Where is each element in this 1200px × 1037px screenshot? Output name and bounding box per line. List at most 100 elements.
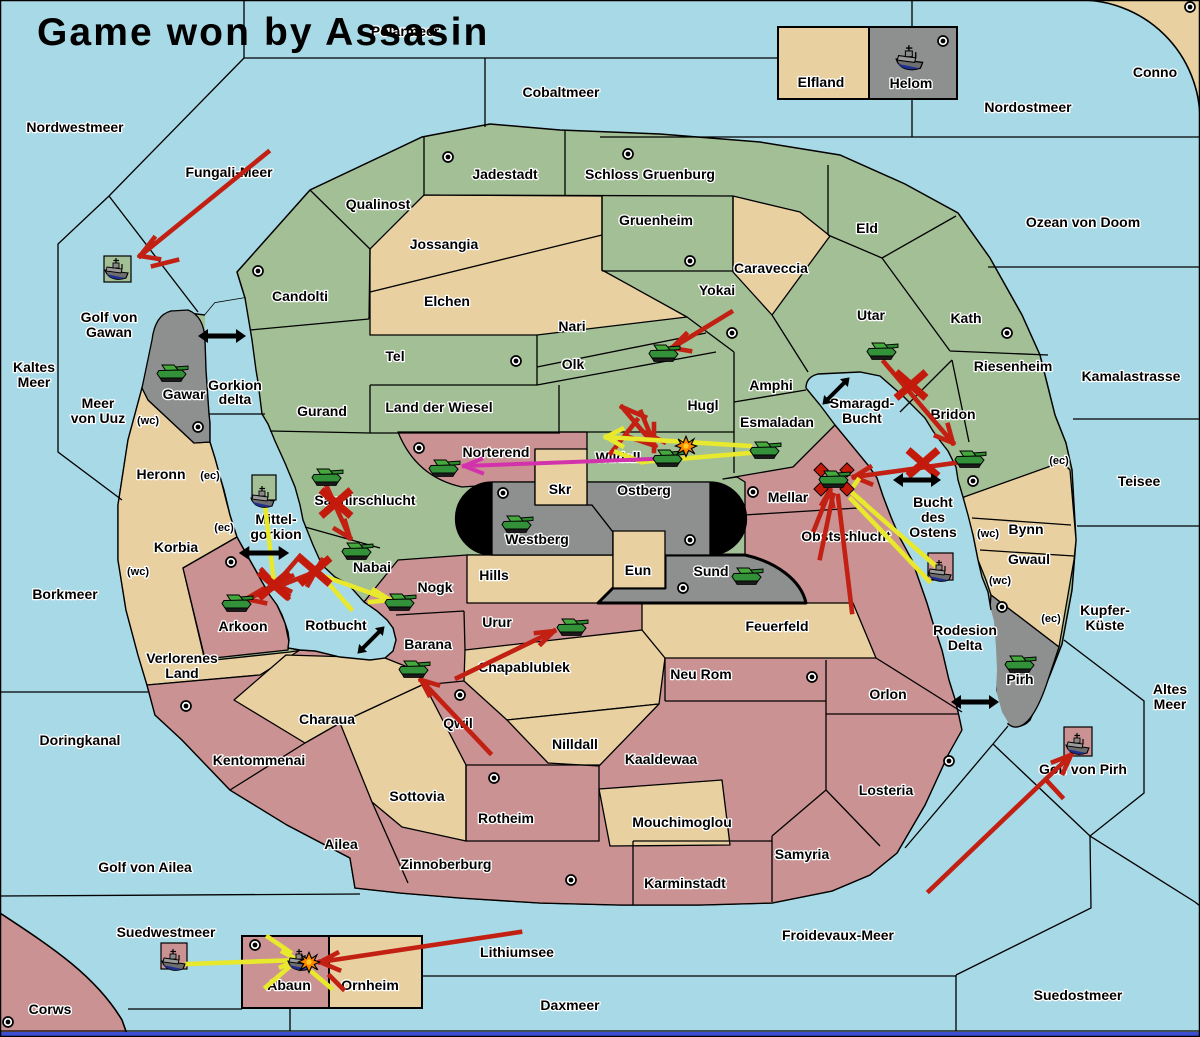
svg-text:Meer: Meer [18, 374, 51, 390]
svg-text:Riesenheim: Riesenheim [974, 358, 1053, 374]
svg-text:Bridon: Bridon [930, 406, 975, 422]
svg-text:des: des [921, 509, 945, 525]
svg-text:(wc): (wc) [989, 575, 1011, 587]
svg-text:Norterend: Norterend [463, 444, 530, 460]
svg-text:Gruenheim: Gruenheim [619, 212, 693, 228]
svg-text:Candolti: Candolti [272, 288, 328, 304]
svg-text:Nilldall: Nilldall [552, 736, 598, 752]
svg-text:Ostens: Ostens [909, 524, 957, 540]
svg-text:delta: delta [219, 391, 252, 407]
svg-text:Gorkion: Gorkion [208, 377, 262, 393]
svg-text:Nordwestmeer: Nordwestmeer [26, 119, 124, 135]
svg-text:Nordostmeer: Nordostmeer [984, 99, 1072, 115]
svg-text:(wc): (wc) [977, 528, 999, 540]
svg-text:Elfland: Elfland [798, 74, 845, 90]
svg-text:Doringkanal: Doringkanal [40, 732, 121, 748]
svg-text:Kentommenai: Kentommenai [213, 752, 306, 768]
svg-text:Kaaldewaa: Kaaldewaa [625, 751, 698, 767]
svg-text:Mellar: Mellar [768, 489, 809, 505]
svg-text:Eld: Eld [856, 220, 878, 236]
svg-text:Skr: Skr [549, 481, 572, 497]
svg-text:Gawan: Gawan [86, 324, 132, 340]
svg-text:Yokai: Yokai [699, 282, 735, 298]
svg-text:(ec): (ec) [214, 522, 234, 534]
svg-text:Golf von Ailea: Golf von Ailea [98, 859, 192, 875]
svg-text:Losteria: Losteria [859, 782, 914, 798]
svg-text:Cobaltmeer: Cobaltmeer [522, 84, 600, 100]
svg-text:von Uuz: von Uuz [71, 410, 125, 426]
svg-text:Amphi: Amphi [749, 377, 793, 393]
svg-text:Land der Wiesel: Land der Wiesel [385, 399, 492, 415]
svg-text:Land: Land [165, 665, 198, 681]
svg-text:Qualinost: Qualinost [346, 196, 411, 212]
svg-text:Kath: Kath [950, 310, 981, 326]
svg-text:Suedostmeer: Suedostmeer [1034, 987, 1123, 1003]
svg-text:Helom: Helom [890, 75, 933, 91]
svg-text:Heronn: Heronn [137, 466, 186, 482]
svg-text:Kamalastrasse: Kamalastrasse [1082, 368, 1181, 384]
svg-text:Bynn: Bynn [1009, 521, 1044, 537]
svg-text:Meer: Meer [82, 395, 115, 411]
svg-text:Daxmeer: Daxmeer [540, 997, 600, 1013]
svg-text:Urur: Urur [482, 614, 512, 630]
svg-text:Kaltes: Kaltes [13, 359, 55, 375]
svg-text:Jossangia: Jossangia [410, 236, 479, 252]
svg-text:Fungali-Meer: Fungali-Meer [185, 164, 273, 180]
svg-text:(wc): (wc) [127, 566, 149, 578]
svg-text:Nari: Nari [558, 318, 585, 334]
svg-text:Suedwestmeer: Suedwestmeer [117, 924, 216, 940]
svg-text:Hills: Hills [479, 567, 509, 583]
svg-text:Olk: Olk [562, 356, 585, 372]
svg-text:Mittel-: Mittel- [255, 511, 297, 527]
svg-text:Conno: Conno [1133, 64, 1177, 80]
svg-text:Pirh: Pirh [1006, 671, 1033, 687]
svg-text:Chapablublek: Chapablublek [478, 659, 570, 675]
svg-text:Smaragd-: Smaragd- [830, 395, 895, 411]
svg-text:Jadestadt: Jadestadt [472, 166, 538, 182]
svg-text:Utar: Utar [857, 307, 886, 323]
svg-text:Lithiumsee: Lithiumsee [480, 944, 554, 960]
svg-text:Neu Rom: Neu Rom [670, 666, 731, 682]
svg-text:Zinnoberburg: Zinnoberburg [401, 856, 492, 872]
svg-text:Charaua: Charaua [299, 711, 355, 727]
svg-text:Schloss Gruenburg: Schloss Gruenburg [585, 166, 715, 182]
svg-text:Orlon: Orlon [869, 686, 906, 702]
svg-text:Rotbucht: Rotbucht [305, 617, 367, 633]
svg-text:Froidevaux-Meer: Froidevaux-Meer [782, 927, 895, 943]
svg-text:Game won by Assasin: Game won by Assasin [37, 11, 489, 54]
svg-text:Arkoon: Arkoon [219, 618, 268, 634]
svg-text:Korbia: Korbia [154, 539, 199, 555]
svg-text:(wc): (wc) [137, 415, 159, 427]
svg-text:Kupfer-: Kupfer- [1080, 602, 1130, 618]
svg-text:Samyria: Samyria [775, 846, 830, 862]
svg-text:Bucht: Bucht [913, 494, 953, 510]
svg-text:Barana: Barana [404, 636, 452, 652]
svg-text:Ozean von Doom: Ozean von Doom [1026, 214, 1140, 230]
svg-text:Nabai: Nabai [353, 559, 391, 575]
svg-text:Gawar: Gawar [163, 386, 206, 402]
svg-text:Delta: Delta [948, 637, 982, 653]
svg-text:Nogk: Nogk [418, 579, 453, 595]
svg-text:Tel: Tel [385, 348, 404, 364]
svg-text:Eun: Eun [625, 562, 651, 578]
svg-text:Polarmeer: Polarmeer [371, 23, 440, 39]
svg-text:Abaun: Abaun [267, 977, 311, 993]
svg-text:Ornheim: Ornheim [341, 977, 399, 993]
svg-text:(ec): (ec) [200, 470, 220, 482]
svg-text:Corws: Corws [29, 1001, 72, 1017]
svg-text:Karminstadt: Karminstadt [644, 875, 726, 891]
svg-text:(ec): (ec) [1041, 613, 1061, 625]
svg-text:Ailea: Ailea [324, 836, 358, 852]
svg-text:Elchen: Elchen [424, 293, 470, 309]
svg-text:Mouchimoglou: Mouchimoglou [632, 814, 732, 830]
svg-text:Rotheim: Rotheim [478, 810, 534, 826]
svg-text:Rodesion: Rodesion [933, 622, 997, 638]
svg-text:Verlorenes: Verlorenes [146, 650, 218, 666]
svg-text:gorkion: gorkion [250, 526, 301, 542]
svg-text:Caraveccia: Caraveccia [734, 260, 808, 276]
svg-text:Sottovia: Sottovia [389, 788, 444, 804]
svg-text:Teisee: Teisee [1118, 473, 1161, 489]
svg-text:Borkmeer: Borkmeer [32, 586, 98, 602]
svg-text:Ostberg: Ostberg [617, 482, 671, 498]
svg-text:Küste: Küste [1086, 617, 1125, 633]
